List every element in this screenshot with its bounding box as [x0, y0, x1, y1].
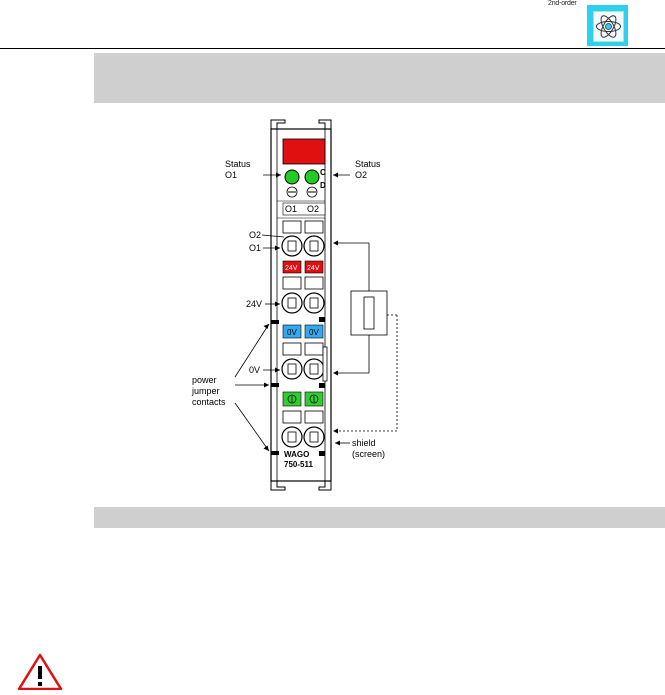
terminal-label-o1: O1 — [285, 204, 297, 214]
status-o2-label-1: Status — [355, 159, 381, 169]
power-jumper-label-3: contacts — [192, 397, 226, 407]
warning-icon — [17, 653, 63, 691]
section-band-top — [94, 53, 665, 103]
status-o1-label-2: O1 — [225, 170, 237, 180]
status-o2-label-2: O2 — [355, 170, 367, 180]
o2-label: O2 — [249, 230, 261, 240]
module-connection-diagram: C D O1 O2 24V 24V 0V — [185, 115, 445, 500]
shield-label-2: (screen) — [352, 449, 385, 459]
terminal-label-o2: O2 — [307, 204, 319, 214]
atom-logo-icon — [587, 5, 628, 46]
o1-label: O1 — [249, 243, 261, 253]
svg-text:D: D — [320, 181, 326, 190]
status-o1-label-1: Status — [225, 159, 251, 169]
red-label-left: 24V — [285, 265, 298, 272]
v24-label: 24V — [246, 299, 262, 309]
section-band-bottom — [94, 507, 665, 528]
shield-label-1: shield — [352, 438, 376, 448]
brand-label: WAGO — [284, 450, 309, 459]
power-jumper-label-2: jumper — [191, 386, 220, 396]
svg-text:C: C — [320, 168, 326, 177]
power-jumper-label-1: power — [192, 375, 217, 385]
red-label-right: 24V — [307, 265, 320, 272]
v0-label: 0V — [249, 365, 260, 375]
header-code: 2nd-order — [548, 0, 577, 7]
model-label: 750-511 — [284, 460, 313, 469]
blue-label-right: 0V — [309, 328, 319, 337]
header-rule — [0, 48, 665, 49]
blue-label-left: 0V — [287, 328, 297, 337]
